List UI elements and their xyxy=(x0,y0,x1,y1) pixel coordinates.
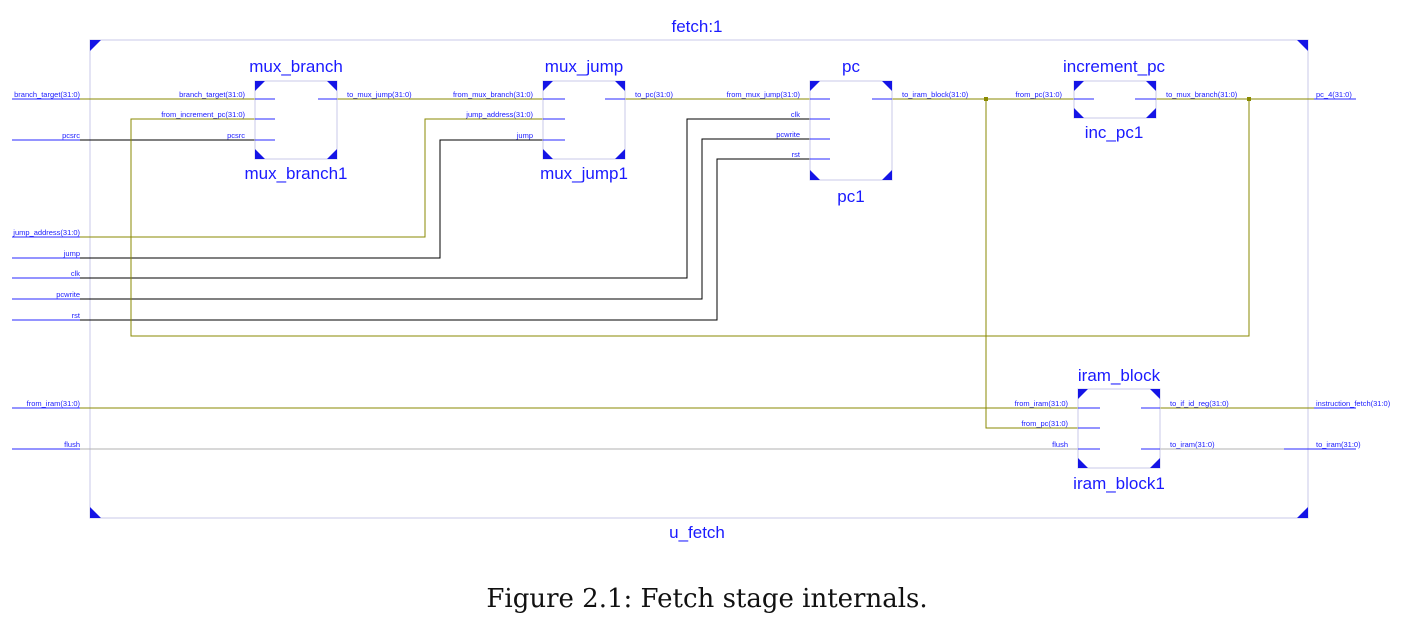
port-label-pc4: pc_4(31:0) xyxy=(1316,90,1352,99)
block-mux-branch-corner-tr xyxy=(327,81,337,91)
fetch-frame xyxy=(89,39,1309,519)
block-mux-jump-in-jump: jump xyxy=(516,131,533,140)
block-pc-out-to-iram-block: to_iram_block(31:0) xyxy=(902,90,969,99)
frame-corner-tl xyxy=(90,40,101,51)
block-mux-jump-corner-tl xyxy=(543,81,553,91)
block-iram-block-corner-tl xyxy=(1078,389,1088,399)
block-pc-in-pcwrite: pcwrite xyxy=(776,130,800,139)
port-label-flush: flush xyxy=(64,440,80,449)
block-increment-pc: increment_pc inc_pc1 from_pc(31:0) to_mu… xyxy=(1015,57,1237,142)
fetch-schematic: fetch:1 u_fetch branch_target(31:0) pcsr… xyxy=(12,17,1391,542)
block-mux-jump-out-to-pc: to_pc(31:0) xyxy=(635,90,673,99)
frame-corner-bl xyxy=(90,507,101,518)
block-mux-branch: mux_branch mux_branch1 branch_target(31:… xyxy=(161,57,412,183)
block-mux-branch-box xyxy=(254,80,338,160)
block-iram-block-out-to-iram: to_iram(31:0) xyxy=(1170,440,1215,449)
block-mux-jump-type: mux_jump xyxy=(545,57,623,76)
block-iram-block-in-flush: flush xyxy=(1052,440,1068,449)
port-label-from-iram: from_iram(31:0) xyxy=(27,399,81,408)
block-mux-jump: mux_jump mux_jump1 from_mux_branch(31:0)… xyxy=(453,57,673,183)
block-iram-block-instance: iram_block1 xyxy=(1073,474,1165,493)
wire-clk xyxy=(12,118,830,279)
block-mux-branch-corner-br xyxy=(327,149,337,159)
block-mux-branch-in-pcsrc: pcsrc xyxy=(227,131,245,140)
block-pc-corner-tl xyxy=(810,81,820,91)
port-label-jump-address: jump_address(31:0) xyxy=(12,228,80,237)
block-mux-jump-box xyxy=(542,80,626,160)
block-mux-jump-in-from-mux-branch: from_mux_branch(31:0) xyxy=(453,90,534,99)
block-increment-pc-corner-br xyxy=(1146,108,1156,118)
wire-increment-feedback xyxy=(130,99,1250,337)
block-mux-jump-corner-tr xyxy=(615,81,625,91)
figure-caption: Figure 2.1: Fetch stage internals. xyxy=(486,584,928,614)
port-label-instruction-fetch: instruction_fetch(31:0) xyxy=(1316,399,1391,408)
block-pc-box xyxy=(809,80,893,181)
block-iram-block-in-from-pc: from_pc(31:0) xyxy=(1021,419,1068,428)
port-label-rst: rst xyxy=(72,311,81,320)
block-pc-instance: pc1 xyxy=(837,187,864,206)
frame-bottom-label: u_fetch xyxy=(669,523,725,542)
block-mux-jump-corner-bl xyxy=(543,149,553,159)
frame-top-label: fetch:1 xyxy=(671,17,722,36)
block-increment-pc-out-to-mux-branch: to_mux_branch(31:0) xyxy=(1166,90,1238,99)
block-pc-corner-br xyxy=(882,170,892,180)
port-label-jump: jump xyxy=(63,249,80,258)
block-pc-in-clk: clk xyxy=(791,110,800,119)
block-increment-pc-type: increment_pc xyxy=(1063,57,1166,76)
frame-corner-br xyxy=(1297,507,1308,518)
junction-increment-bus xyxy=(1247,97,1251,101)
block-pc-type: pc xyxy=(842,57,860,76)
port-label-pcsrc: pcsrc xyxy=(62,131,80,140)
port-label-pcwrite: pcwrite xyxy=(56,290,80,299)
port-label-to-iram: to_iram(31:0) xyxy=(1316,440,1361,449)
block-iram-block: iram_block iram_block1 from_iram(31:0) f… xyxy=(1015,366,1230,493)
wire-pc-to-iram-block xyxy=(985,99,1100,429)
block-pc-in-rst: rst xyxy=(792,150,801,159)
wire-pcwrite xyxy=(12,138,830,300)
block-mux-branch-corner-tl xyxy=(255,81,265,91)
block-mux-branch-in-branch-target: branch_target(31:0) xyxy=(179,90,245,99)
block-mux-jump-corner-br xyxy=(615,149,625,159)
block-increment-pc-instance: inc_pc1 xyxy=(1085,123,1144,142)
block-increment-pc-corner-bl xyxy=(1074,108,1084,118)
wire-jump xyxy=(12,139,565,259)
block-pc: pc pc1 from_mux_jump(31:0) clk pcwrite r… xyxy=(727,57,969,206)
block-pc-in-from-mux-jump: from_mux_jump(31:0) xyxy=(727,90,801,99)
block-increment-pc-in-from-pc: from_pc(31:0) xyxy=(1015,90,1062,99)
block-mux-branch-in-from-increment: from_increment_pc(31:0) xyxy=(161,110,245,119)
block-mux-jump-instance: mux_jump1 xyxy=(540,164,628,183)
block-mux-branch-type: mux_branch xyxy=(249,57,343,76)
frame-corner-tr xyxy=(1297,40,1308,51)
wire-rst xyxy=(12,158,830,321)
block-iram-block-out-to-if-id-reg: to_if_id_reg(31:0) xyxy=(1170,399,1229,408)
block-iram-block-in-from-iram: from_iram(31:0) xyxy=(1015,399,1069,408)
port-label-clk: clk xyxy=(71,269,80,278)
block-pc-corner-bl xyxy=(810,170,820,180)
block-iram-block-corner-tr xyxy=(1150,389,1160,399)
block-iram-block-type: iram_block xyxy=(1078,366,1161,385)
block-iram-block-corner-bl xyxy=(1078,458,1088,468)
port-label-branch-target: branch_target(31:0) xyxy=(14,90,80,99)
block-mux-branch-out-to-mux-jump: to_mux_jump(31:0) xyxy=(347,90,412,99)
junction-pc-bus xyxy=(984,97,988,101)
wire-jump-address xyxy=(12,118,565,238)
block-pc-corner-tr xyxy=(882,81,892,91)
block-iram-block-corner-br xyxy=(1150,458,1160,468)
block-increment-pc-corner-tr xyxy=(1146,81,1156,91)
block-mux-jump-in-jump-address: jump_address(31:0) xyxy=(465,110,533,119)
block-increment-pc-corner-tl xyxy=(1074,81,1084,91)
block-mux-branch-corner-bl xyxy=(255,149,265,159)
block-mux-branch-instance: mux_branch1 xyxy=(244,164,347,183)
